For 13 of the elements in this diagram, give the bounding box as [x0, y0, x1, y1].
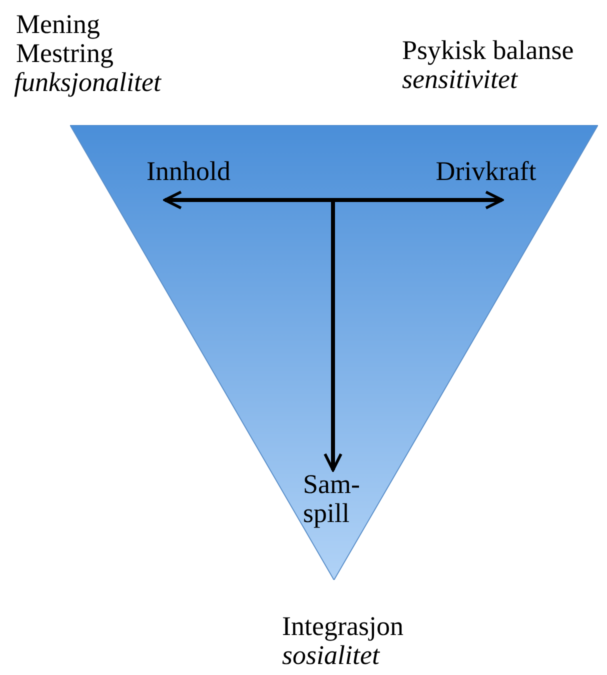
corner-label: Psykisk balanse	[402, 36, 574, 65]
node-label: Innhold	[137, 157, 240, 200]
arrow	[164, 190, 504, 210]
italic-label: funksjonalitet	[14, 68, 161, 97]
corner-label: Mening	[16, 10, 100, 39]
italic-label: sosialitet	[282, 641, 380, 670]
italic-label: sensitivitet	[402, 65, 518, 94]
corner-label: Integrasjon	[282, 612, 404, 641]
node-label: Sam- spill	[303, 470, 365, 548]
corner-label: Mestring	[16, 39, 114, 68]
node-label: Drivkraft	[424, 157, 548, 200]
arrow	[324, 200, 342, 472]
triangle-shape	[70, 125, 598, 580]
